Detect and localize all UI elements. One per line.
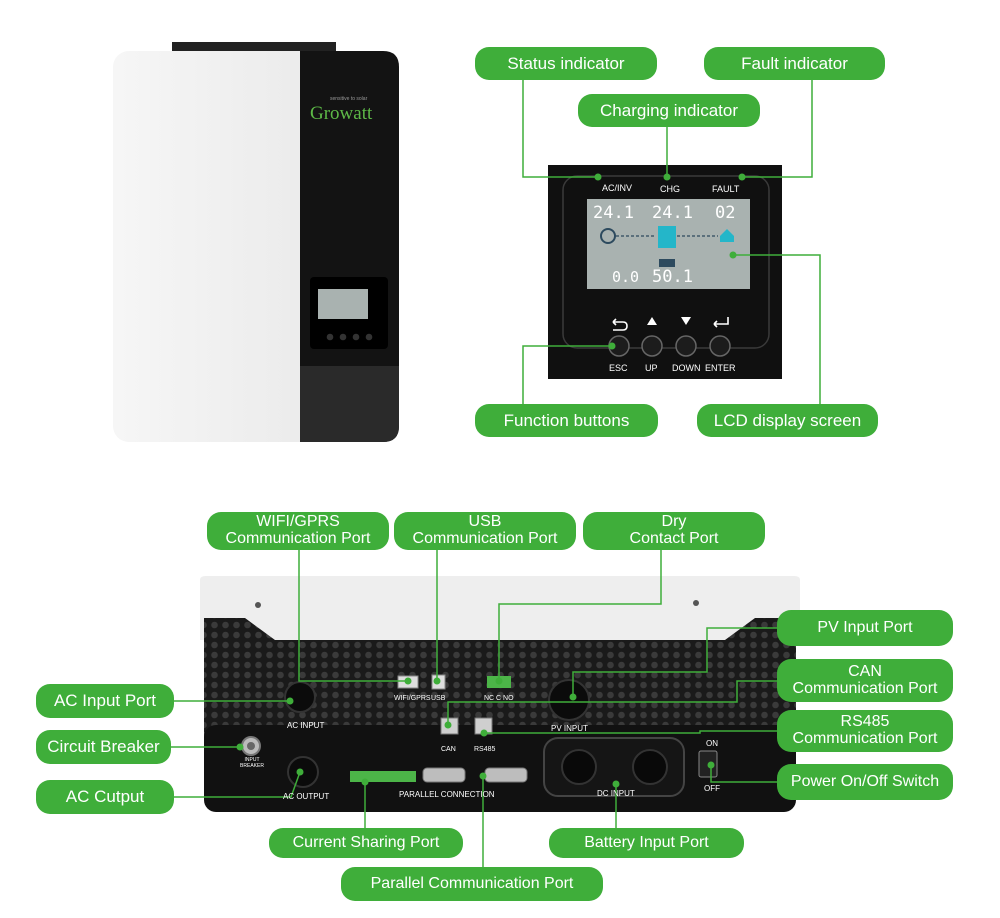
down-button (675, 335, 697, 357)
label-switch-off: OFF (704, 784, 720, 793)
leader-lines (171, 80, 821, 867)
label-switch-on: ON (706, 739, 718, 748)
grid-icon (600, 228, 616, 244)
lcd-value-output: 24.1 (652, 203, 693, 223)
enter-button (709, 335, 731, 357)
enter-label: ENTER (705, 363, 736, 373)
callout-rs485-port: RS485 Communication Port (777, 710, 953, 752)
rear-inverter (200, 576, 800, 812)
callout-parallel-communication-port: Parallel Communication Port (341, 867, 603, 901)
leader-dots (236, 173, 746, 788)
label-ac-output: AC OUTPUT (283, 792, 330, 801)
label-parallel-connection: PARALLEL CONNECTION (399, 790, 495, 799)
label-dc-input: DC INPUT (597, 789, 635, 798)
indicator-chg: CHG (660, 184, 680, 194)
label-can: CAN (441, 746, 456, 753)
label-wifi-gprs: WIFI/GPRS (394, 695, 431, 702)
callout-battery-input-port: Battery Input Port (549, 828, 744, 858)
callout-current-sharing-port: Current Sharing Port (269, 828, 463, 858)
callout-power-switch: Power On/Off Switch (777, 764, 953, 800)
front-inverter (113, 42, 399, 442)
callout-ac-output: AC Cutput (36, 780, 174, 814)
battery-icon (659, 259, 675, 267)
label-input-breaker: INPUT BREAKER (240, 757, 264, 769)
lcd-value-input: 24.1 (593, 203, 634, 223)
callout-status-indicator: Status indicator (475, 47, 657, 80)
label-usb: USB (431, 695, 446, 702)
label-ac-input: AC INPUT (287, 721, 325, 730)
label-dry-contact: NC C NO (484, 695, 514, 702)
callout-lcd-display: LCD display screen (697, 404, 878, 437)
label-pv-input: PV INPUT (551, 724, 588, 733)
lcd-value-load: 0.0 (612, 268, 640, 286)
callout-fault-indicator: Fault indicator (704, 47, 885, 80)
label-rs485: RS485 (474, 746, 496, 753)
lcd-value-code: 02 (715, 203, 736, 223)
callout-charging-indicator: Charging indicator (578, 94, 760, 127)
brand-logo: Growatt (310, 103, 373, 124)
indicator-ac-inv: AC/INV (602, 183, 633, 193)
callout-dry-contact-port: Dry Contact Port (583, 512, 765, 550)
esc-label: ESC (609, 363, 628, 373)
callout-usb-port: USB Communication Port (394, 512, 576, 550)
callout-function-buttons: Function buttons (475, 404, 658, 437)
brand-tagline: sensitive to solar (330, 96, 368, 102)
callout-can-port: CAN Communication Port (777, 659, 953, 702)
down-label: DOWN (672, 363, 701, 373)
callout-wifi-gprs-port: WIFI/GPRS Communication Port (207, 512, 389, 550)
up-label: UP (645, 363, 658, 373)
up-button (641, 335, 663, 357)
callout-circuit-breaker: Circuit Breaker (36, 730, 171, 764)
indicator-fault: FAULT (712, 184, 740, 194)
lcd-panel (548, 165, 782, 379)
lcd-value-freq: 50.1 (652, 267, 693, 287)
inverter-icon (658, 226, 676, 248)
callout-ac-input-port: AC Input Port (36, 684, 174, 718)
callout-pv-input-port: PV Input Port (777, 610, 953, 646)
home-icon (720, 229, 734, 242)
